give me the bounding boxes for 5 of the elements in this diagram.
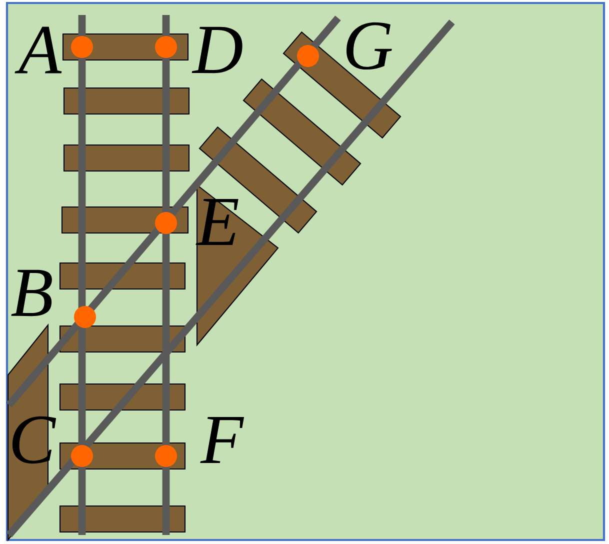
point-label: G	[346, 22, 392, 70]
point-label: F	[200, 416, 244, 464]
point-label: B	[11, 270, 52, 316]
point-label: D	[192, 26, 242, 74]
point-label: A	[14, 26, 62, 74]
